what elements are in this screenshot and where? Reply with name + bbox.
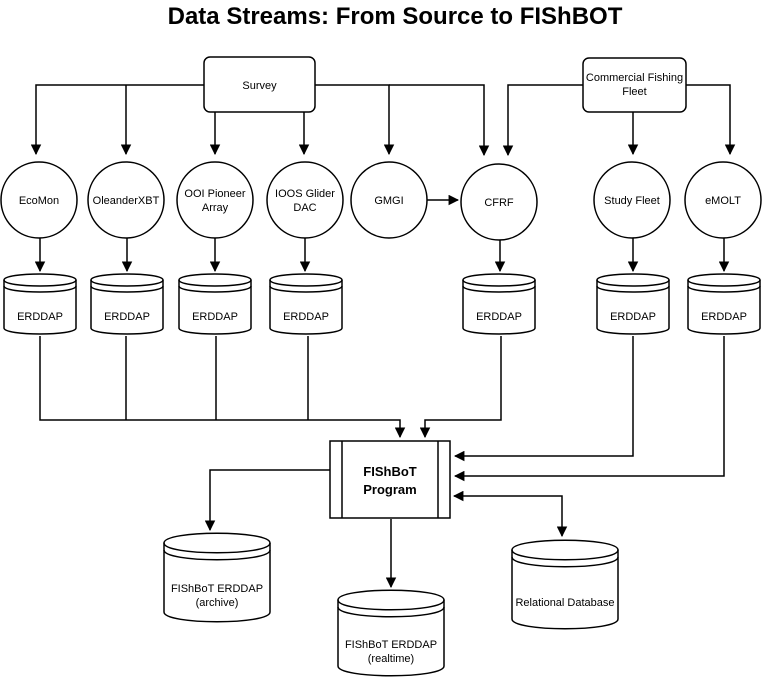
erddap-oleander-label: ERDDAP [104, 311, 150, 323]
study-fleet-label: Study Fleet [604, 195, 660, 207]
erddap-oleanderxbt: ERDDAP [90, 273, 164, 335]
realtime-label-line1: FIShBoT ERDDAP [345, 639, 437, 651]
ioos-label-line2: DAC [293, 202, 316, 214]
erddap-ioos-glider: ERDDAP [269, 273, 343, 335]
erddap-ecomon-label: ERDDAP [17, 311, 63, 323]
erddap-ooi-label: ERDDAP [192, 311, 238, 323]
erddap-ooi-pioneer: ERDDAP [178, 273, 252, 335]
survey-label: Survey [242, 80, 277, 92]
node-study-fleet: Study Fleet [593, 161, 671, 239]
erddap-emolt-label: ERDDAP [701, 311, 747, 323]
edge-program-relational [452, 490, 568, 538]
erddap-studyfleet-label: ERDDAP [610, 311, 656, 323]
program-label-line1: FIShBoT [363, 464, 416, 479]
ooi-label-line2: Array [202, 202, 229, 214]
edges [30, 84, 736, 589]
erddap-study-fleet: ERDDAP [596, 273, 670, 335]
realtime-label-line2: (realtime) [368, 653, 414, 665]
edge-commercial-emolt [686, 84, 736, 156]
archive-label-line2: (archive) [196, 597, 239, 609]
edge-survey-cfrf [389, 84, 490, 157]
node-cfrf: CFRF [460, 163, 538, 241]
node-emolt: eMOLT [684, 161, 762, 239]
node-oleanderxbt: OleanderXBT [87, 161, 165, 239]
edge-erddap-cfrf-program [419, 336, 502, 439]
node-ooi-pioneer-array: OOI Pioneer Array [176, 161, 254, 239]
diagram-title: Data Streams: From Source to FIShBOT [168, 3, 623, 30]
edge-commercial-cfrf [502, 84, 583, 157]
ioos-label-line1: IOOS Glider [275, 188, 335, 200]
ecomon-label: EcoMon [19, 195, 59, 207]
edge-program-archive [204, 469, 330, 532]
archive-label-line1: FIShBoT ERDDAP [171, 583, 263, 595]
relational-database: Relational Database [511, 539, 619, 630]
fishbot-program-box: FIShBoT Program [329, 440, 451, 519]
node-gmgi: GMGI [350, 161, 428, 239]
erddap-cfrf-label: ERDDAP [476, 311, 522, 323]
edge-erddap-left-merge [39, 336, 406, 439]
gmgi-label: GMGI [374, 195, 403, 207]
node-ecomon: EcoMon [0, 161, 78, 239]
commercial-fleet-label-line2: Fleet [622, 86, 646, 98]
relational-database-label: Relational Database [515, 597, 614, 609]
node-ioos-glider-dac: IOOS Glider DAC [266, 161, 344, 239]
survey-box: Survey [203, 56, 316, 113]
cfrf-label: CFRF [484, 197, 514, 209]
fishbot-erddap-archive: FIShBoT ERDDAP (archive) [163, 532, 271, 623]
oleander-label: OleanderXBT [93, 195, 160, 207]
edge-survey-gmgi [315, 84, 395, 156]
fishbot-erddap-realtime: FIShBoT ERDDAP (realtime) [337, 589, 445, 677]
erddap-cfrf: ERDDAP [462, 273, 536, 335]
emolt-label: eMOLT [705, 195, 741, 207]
erddap-ecomon: ERDDAP [3, 273, 77, 335]
program-label-line2: Program [363, 482, 416, 497]
commercial-fleet-label-line1: Commercial Fishing [586, 72, 683, 84]
erddap-ioos-label: ERDDAP [283, 311, 329, 323]
edge-erddap-emolt-program [453, 336, 725, 482]
erddap-emolt: ERDDAP [687, 273, 761, 335]
ooi-label-line1: OOI Pioneer [184, 188, 245, 200]
edge-survey-ecomon [30, 84, 204, 156]
edge-erddap-studyfleet-program [453, 336, 634, 462]
commercial-fishing-fleet-box: Commercial Fishing Fleet [582, 57, 687, 113]
